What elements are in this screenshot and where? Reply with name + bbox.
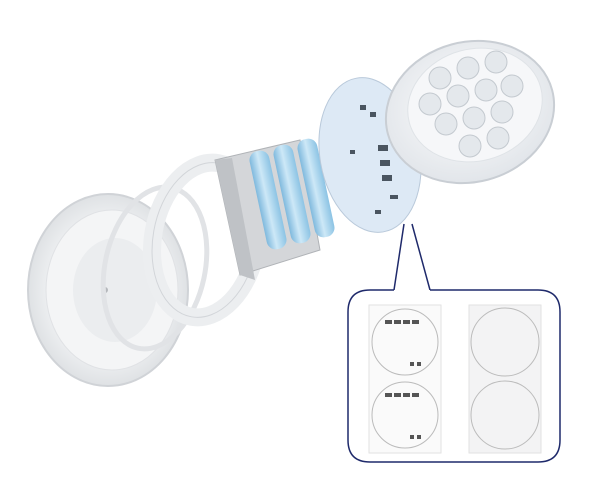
battery	[273, 144, 311, 244]
led-lens	[434, 112, 458, 136]
led-lens	[446, 84, 470, 108]
led-lens	[418, 92, 442, 116]
led-lens-cover	[384, 39, 556, 185]
led-lens	[474, 78, 498, 102]
led-lens	[500, 74, 524, 98]
led-lens	[458, 134, 482, 158]
led-lens	[490, 100, 514, 124]
led-lens	[484, 50, 508, 74]
batteries	[249, 138, 335, 250]
led-lens	[462, 106, 486, 130]
led-lens	[486, 126, 510, 150]
led-lens	[456, 56, 480, 80]
battery	[297, 138, 335, 238]
pcb-front-panel	[368, 304, 442, 454]
led-lens	[428, 66, 452, 90]
pcb-back-panel	[468, 304, 542, 454]
battery	[249, 150, 287, 250]
callout	[347, 223, 561, 463]
